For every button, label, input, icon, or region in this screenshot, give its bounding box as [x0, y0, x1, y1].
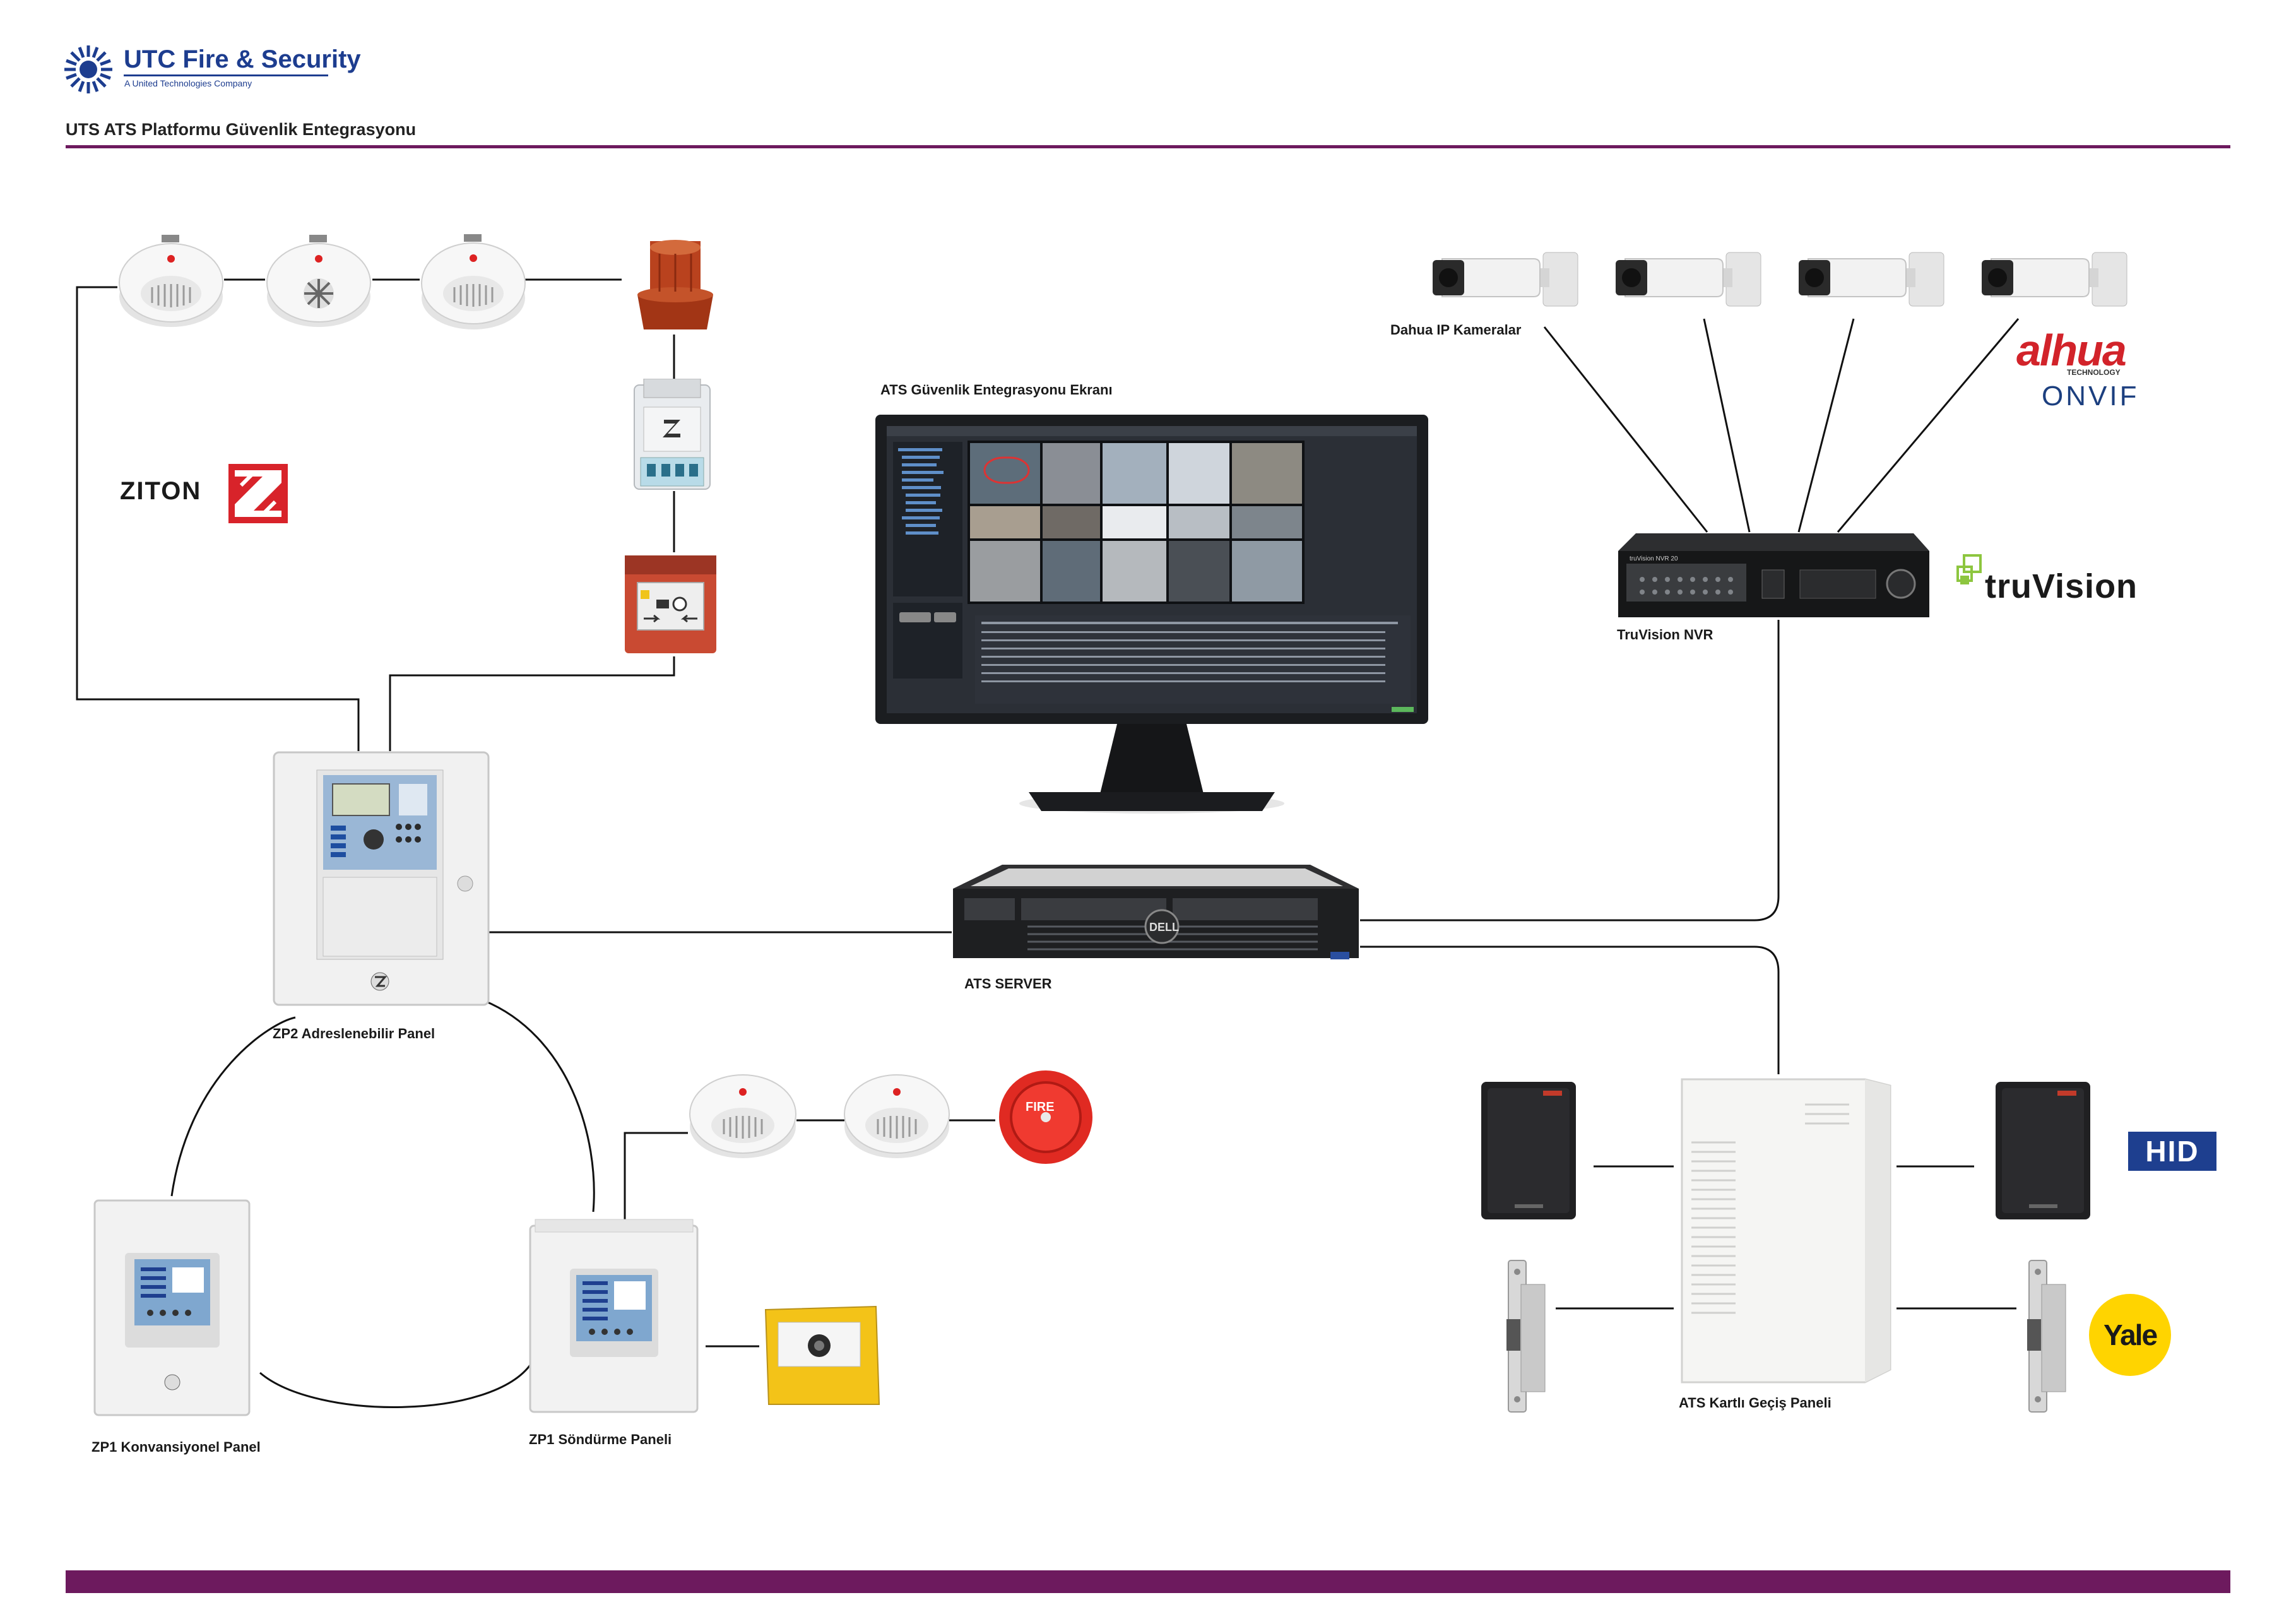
- ats-access-panel-label: ATS Kartlı Geçiş Paneli: [1679, 1395, 1831, 1411]
- ip-camera-3: [1796, 246, 1947, 312]
- ats-access-panel: [1676, 1073, 1897, 1389]
- company-name: UTC Fire & Security: [124, 45, 361, 73]
- dahua-logo: alhua: [2016, 326, 2127, 375]
- yale-logo: Yale: [2089, 1294, 2171, 1376]
- manual-call-point: [622, 552, 719, 656]
- ziton-brand: ZITON: [120, 477, 202, 505]
- svg-text:DELL: DELL: [1149, 921, 1179, 934]
- sounder-beacon: [622, 235, 729, 336]
- extinguish-release-button: [759, 1300, 882, 1408]
- onvif-logo: ONVIF: [2042, 381, 2139, 412]
- utc-logo: [63, 44, 114, 95]
- ziton-logo: [228, 464, 288, 523]
- truvision-nvr: truVision NVR 20: [1617, 532, 1931, 620]
- company-subtitle: A United Technologies Company: [124, 78, 252, 88]
- header-divider: [66, 145, 2230, 148]
- svg-text:FIRE: FIRE: [1026, 1100, 1055, 1114]
- svg-text:truVision NVR 20: truVision NVR 20: [1630, 555, 1678, 562]
- fire-bell-icon: FIRE: [995, 1067, 1096, 1165]
- ats-server: DELL: [952, 863, 1361, 971]
- smoke-detector-1: [117, 227, 225, 335]
- zp1-extinguishing-label: ZP1 Söndürme Paneli: [529, 1431, 672, 1447]
- zp2-panel-label: ZP2 Adreslenebilir Panel: [273, 1026, 435, 1041]
- ats-monitor: [874, 413, 1429, 817]
- ip-camera-2: [1613, 246, 1764, 312]
- truvision-logo-mark: [1956, 554, 1982, 590]
- ip-camera-4: [1979, 246, 2130, 312]
- input-output-module: [631, 378, 713, 492]
- truvision-logo: truVision: [1985, 567, 2138, 605]
- smoke-detector-4: [843, 1064, 951, 1165]
- company-underline: [124, 74, 328, 76]
- card-reader-right: [1994, 1081, 2092, 1221]
- hid-logo-text: HID: [2145, 1135, 2199, 1168]
- page-title: UTS ATS Platformu Güvenlik Entegrasyonu: [66, 120, 417, 139]
- heat-detector: [265, 227, 372, 335]
- smoke-detector-3: [688, 1064, 798, 1165]
- truvision-nvr-label: TruVision NVR: [1617, 627, 1713, 643]
- ats-screen-label: ATS Güvenlik Entegrasyonu Ekranı: [880, 382, 1113, 398]
- zp1-conventional-label: ZP1 Konvansiyonel Panel: [92, 1439, 261, 1455]
- electric-strike-right: [2020, 1259, 2067, 1414]
- zp1-extinguishing-panel: [529, 1218, 699, 1414]
- footer-bar: [66, 1570, 2230, 1593]
- hid-logo: HID: [2128, 1132, 2216, 1171]
- smoke-detector-2: [420, 225, 527, 336]
- yale-logo-text: Yale: [2103, 1319, 2158, 1351]
- zp2-addressable-panel: [273, 751, 490, 1007]
- ip-camera-1: [1429, 246, 1581, 312]
- zp1-conventional-panel: [93, 1199, 251, 1417]
- dahua-cameras-label: Dahua IP Kameralar: [1390, 322, 1522, 338]
- electric-strike-left: [1499, 1259, 1546, 1414]
- ats-server-label: ATS SERVER: [964, 976, 1052, 992]
- dahua-logo-sub: TECHNOLOGY: [2067, 368, 2121, 377]
- card-reader-left: [1480, 1081, 1578, 1221]
